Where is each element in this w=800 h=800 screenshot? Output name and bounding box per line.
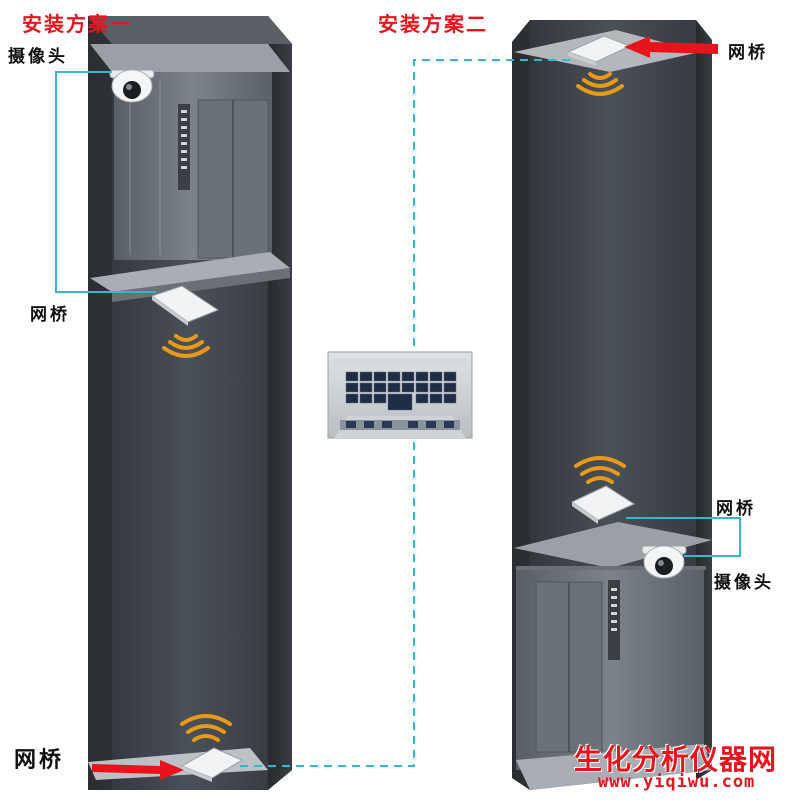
bridge-label-right-top: 网桥 (728, 43, 768, 63)
bridge-label-left-bottom: 网桥 (14, 748, 65, 773)
cabin-floor-right (516, 744, 712, 790)
cabin-ceiling-left (90, 44, 290, 72)
wifi-signal-icon (576, 72, 624, 96)
dome-camera-icon (641, 545, 687, 579)
wifi-signal-icon (180, 714, 232, 742)
wifi-signal-icon (574, 456, 626, 484)
link-scheme-one (240, 438, 415, 767)
wireless-bridge-icon (150, 285, 220, 326)
bridge-label-left-mid: 网桥 (30, 305, 70, 325)
floor-button-panel-left (178, 104, 190, 190)
camera-label-right: 摄像头 (714, 573, 774, 593)
scheme-one-title: 安装方案一 (22, 12, 132, 36)
camera-cable-right (626, 517, 741, 557)
monitoring-room-icon (327, 351, 473, 439)
cabin-floor-left (90, 252, 290, 292)
dome-camera-icon (109, 69, 155, 103)
shaft-left (88, 16, 292, 790)
arrow-right-icon (92, 760, 184, 780)
watermark-name: 生化分析仪器网 (574, 743, 778, 776)
camera-cable-left (55, 71, 156, 293)
wireless-bridge-icon (180, 747, 244, 782)
bridge-label-right-mid: 网桥 (716, 499, 756, 519)
wifi-signal-icon (162, 334, 210, 358)
shaft-right (512, 20, 712, 790)
wireless-bridge-icon (571, 485, 636, 524)
arrow-left-icon (624, 36, 718, 58)
camera-label-left: 摄像头 (8, 47, 68, 67)
cabin-top-right (514, 522, 712, 568)
link-scheme-two (413, 59, 570, 352)
scheme-two-title: 安装方案二 (378, 12, 488, 36)
watermark-url: www.yiqiwu.com (598, 772, 756, 792)
